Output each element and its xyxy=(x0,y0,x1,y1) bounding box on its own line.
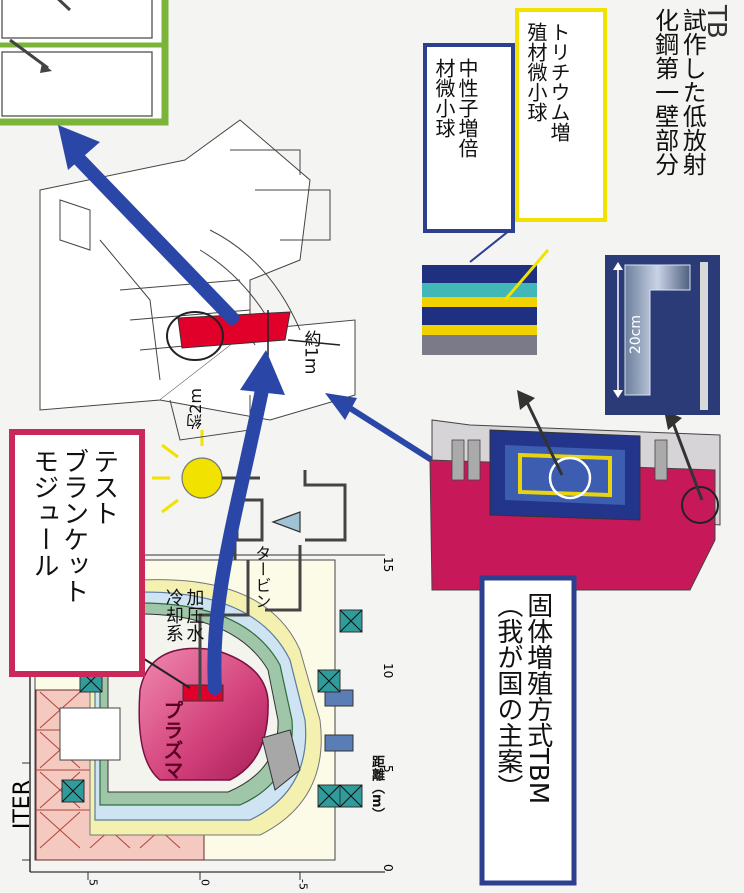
tbm-module xyxy=(429,390,721,591)
approx-1m-label: 約1m xyxy=(300,330,321,375)
tritium-label-box xyxy=(515,8,607,222)
y-tick-label: -5 xyxy=(296,879,310,890)
plasma-label: プラズマ xyxy=(160,700,184,780)
iter-label: ITER xyxy=(10,780,35,830)
steel-photo xyxy=(605,255,720,415)
turbine-label: タービン xyxy=(252,545,272,609)
approx-2m-label: 約2m xyxy=(186,388,205,430)
breeder-layer-block xyxy=(422,229,550,355)
neutron-label-box xyxy=(423,43,515,233)
solid-breeder-tbm-label: 固体増殖方式TBM （我が国の主案） xyxy=(492,592,553,805)
neutron-multiplier-label: 中性子増倍 材微小球 xyxy=(432,58,479,158)
arrow-module-to-sector xyxy=(207,350,285,695)
turbine-icon xyxy=(271,511,301,533)
scale-20cm-label: 20cm xyxy=(628,315,644,355)
x-tick-label: 15 xyxy=(380,557,395,573)
tbm-frame xyxy=(0,0,169,126)
y-tick-label: 0 xyxy=(198,879,212,886)
x-tick-label: 0 xyxy=(380,864,395,872)
x-tick-label: 5 xyxy=(380,765,395,773)
tokamak-cross-section xyxy=(22,430,385,880)
test-blanket-label-box xyxy=(9,429,145,677)
plasma-region xyxy=(138,647,269,781)
prototype-steel-label: 試作した低放射 化鋼第一壁部分 xyxy=(650,8,707,176)
distance-axis-label: 距離（m） xyxy=(368,755,384,821)
x-tick-label: 10 xyxy=(380,663,395,679)
tritium-breeder-label: トリチウム増 殖材微小球 xyxy=(524,22,571,142)
pressurized-water-label: 加圧水 冷却系 xyxy=(162,588,205,642)
y-tick-label: 5 xyxy=(86,879,100,886)
tbm-corner-label: TB xyxy=(700,5,731,39)
generator-icon xyxy=(152,430,223,514)
solid-breeder-label-box xyxy=(479,575,577,886)
arrow-sector-to-tbm xyxy=(58,125,239,325)
test-blanket-module-label: テスト ブランケット モジュール xyxy=(28,448,119,604)
